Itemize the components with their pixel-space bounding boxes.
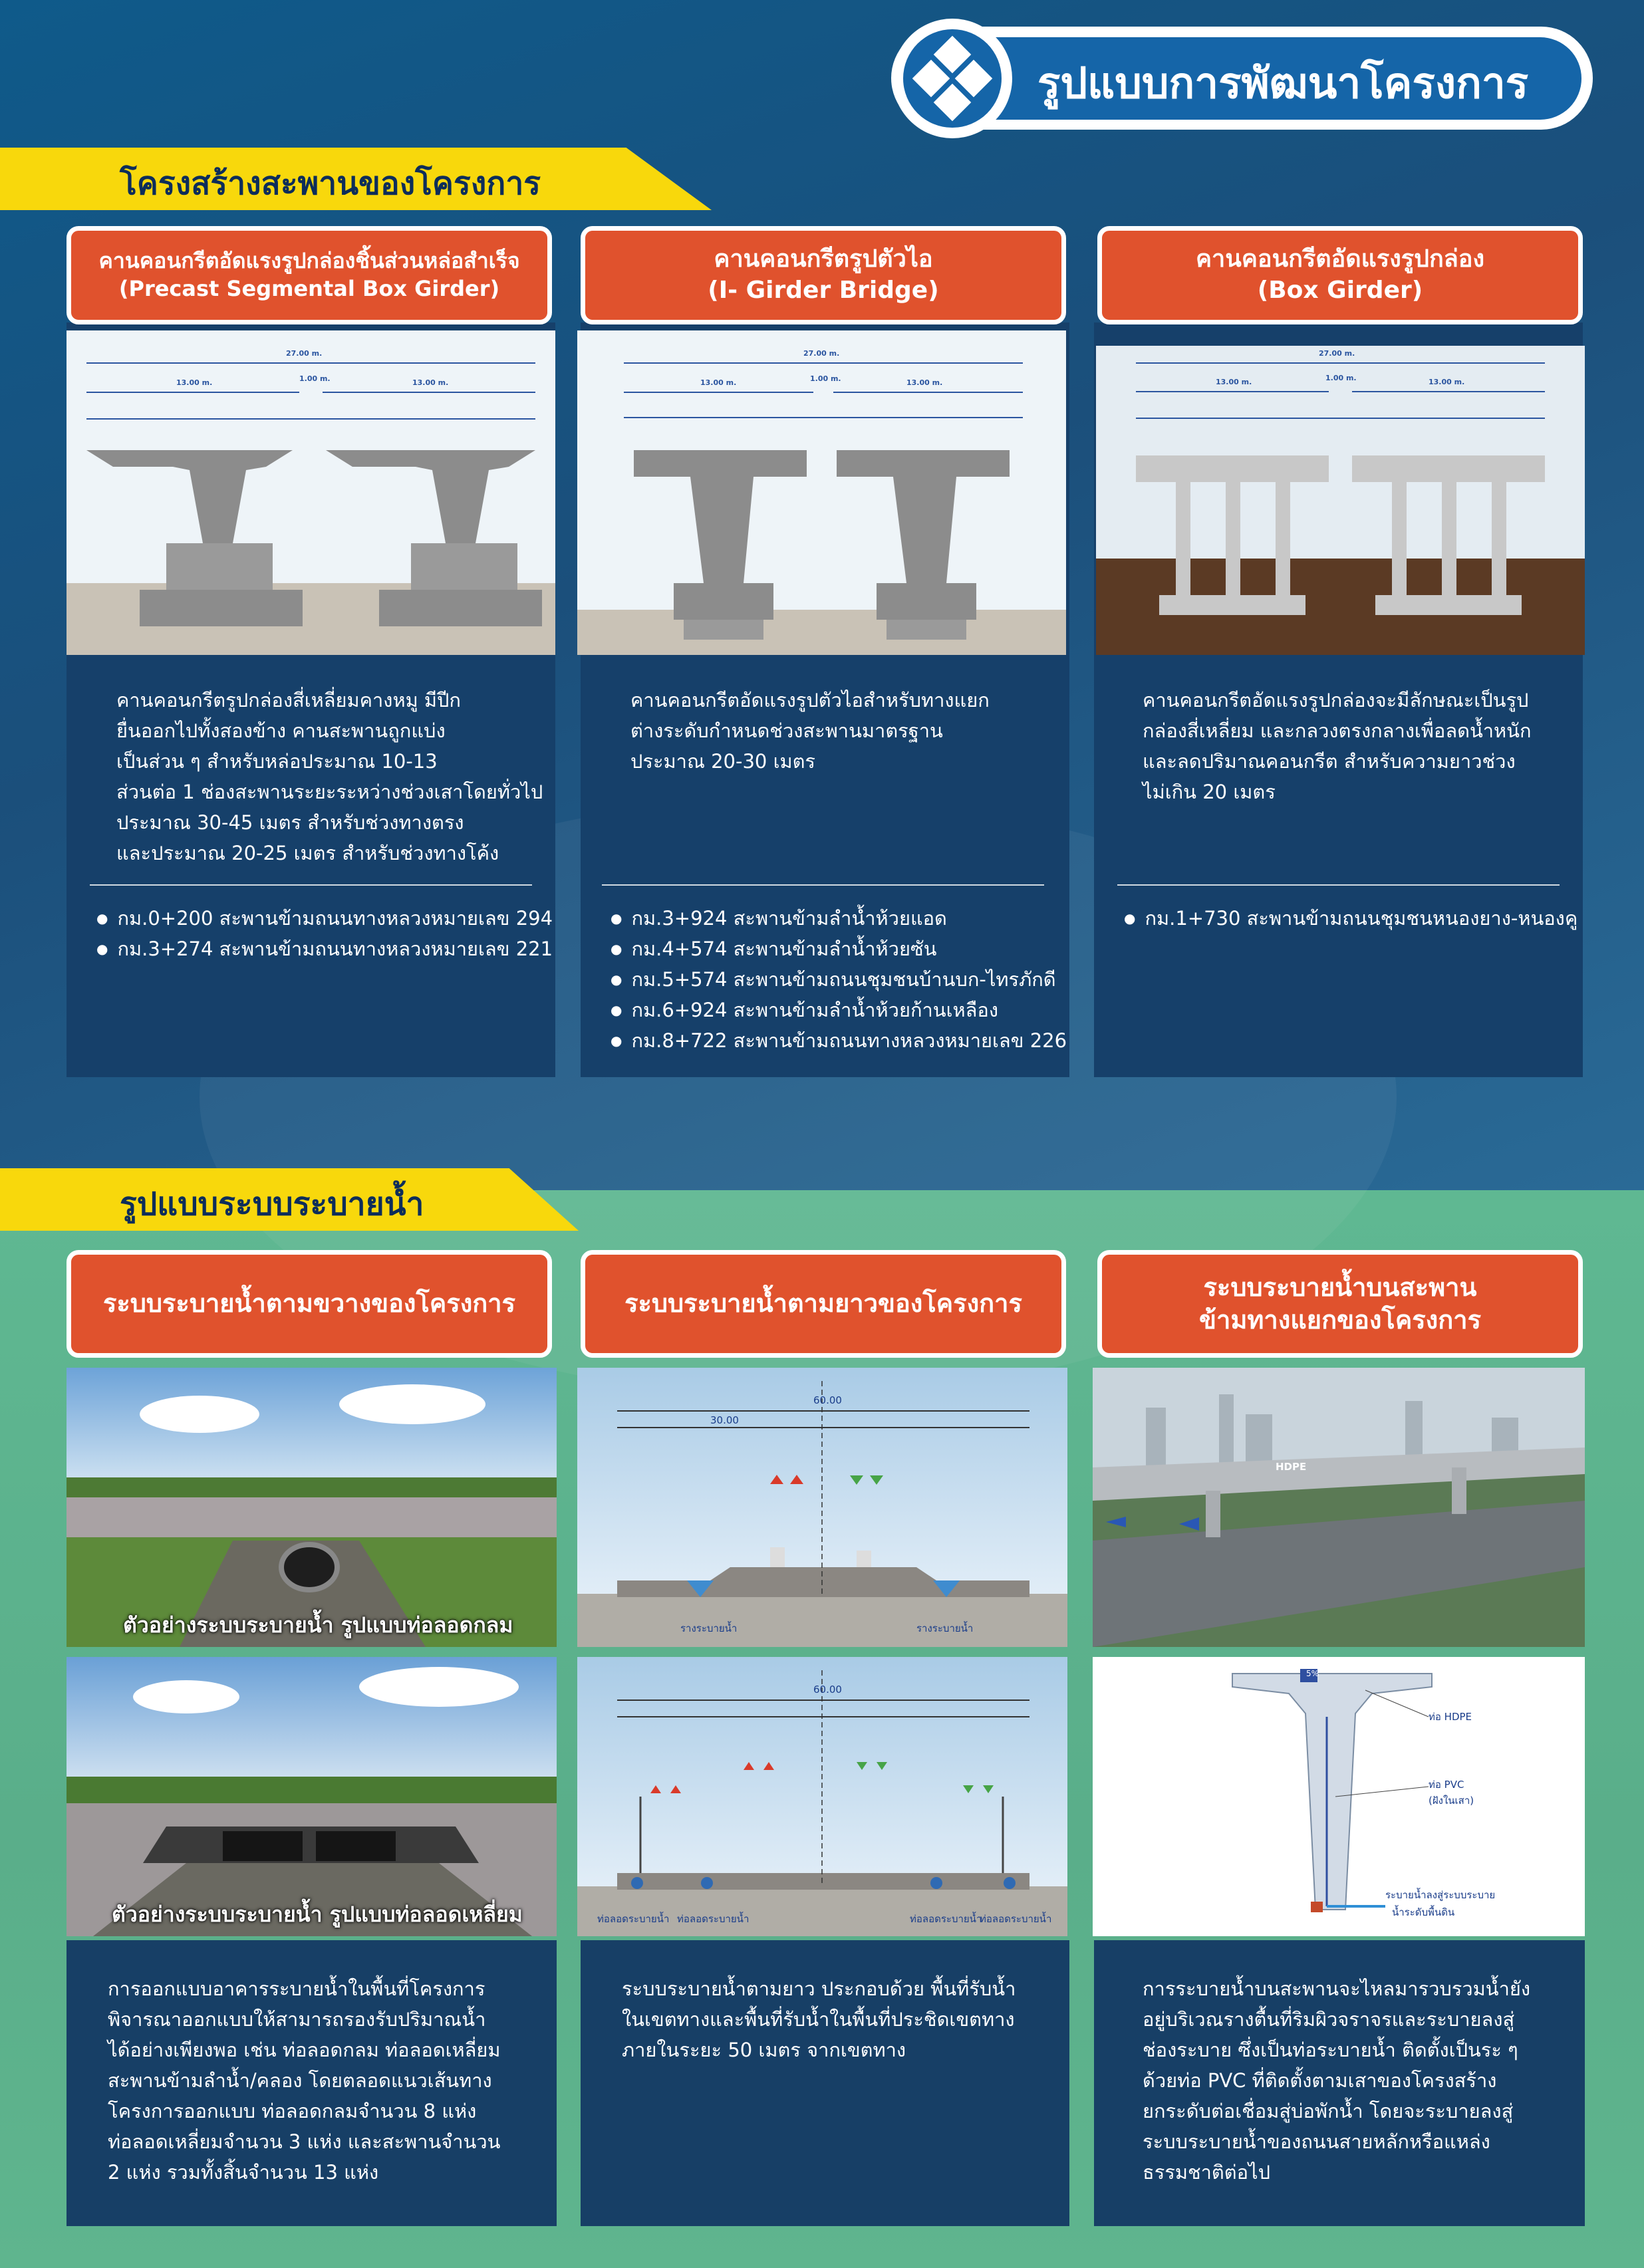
dim-left: 13.00 m. [700, 378, 737, 387]
dim-left: 13.00 m. [1216, 378, 1252, 386]
dim-mid: 1.00 m. [1325, 374, 1357, 382]
list-item: กม.1+730 สะพานข้ามถนนชุมชนหนองยาง-หนองคู [1124, 903, 1577, 934]
bridge-1-locations: กม.0+200 สะพานข้ามถนนทางหลวงหมายเลข 294 … [96, 903, 553, 964]
dim-right: 13.00 m. [906, 378, 943, 387]
pipe-label: ท่อลอดระบายน้ำ [910, 1913, 982, 1925]
banner-inner [911, 37, 1581, 120]
dim-left: 13.00 m. [176, 378, 213, 387]
list-item: กม.6+924 สะพานข้ามลำน้ำห้วยก้านเหลือง [611, 995, 1067, 1025]
drainage-1-description: การออกแบบอาคารระบายน้ำในพื้นที่โครงการ พ… [108, 1977, 501, 2184]
bridge-title-th: คานคอนกรีตรูปตัวไอ [714, 245, 933, 273]
bridge-title-th: คานคอนกรีตอัดแรงรูปกล่องชิ้นส่วนหล่อสำเร… [98, 248, 520, 274]
divider [90, 884, 532, 886]
dim-total: 60.00 [813, 1394, 842, 1406]
dim-mid: 1.00 m. [810, 374, 841, 383]
dim-total: 60.00 [813, 1684, 842, 1696]
dim-mid: 1.00 m. [299, 374, 331, 383]
dim-right: 13.00 m. [412, 378, 449, 387]
bridge-title-en: (I- Girder Bridge) [708, 277, 939, 304]
section-drainage: รูปแบบระบบระบายน้ำ [0, 1168, 579, 1231]
drainage-card-2-body: ระบบระบายน้ำตามยาว ประกอบด้วย พื้นที่รับ… [581, 1940, 1069, 2226]
divider [1117, 884, 1560, 886]
drainage-title: ระบบระบายน้ำตามขวางของโครงการ [102, 1289, 516, 1319]
bridge-1-description: คานคอนกรีตรูปกล่องสี่เหลี่ยมคางหมู มีปีก… [116, 689, 543, 864]
culvert-box-photo: ตัวอย่างระบบระบายน้ำ รูปแบบท่อลอดเหลี่ยม [67, 1657, 557, 1936]
drainage-title: ข้ามทางแยกของโครงการ [1199, 1305, 1481, 1334]
pipe-hdpe-label: ท่อ HDPE [1429, 1711, 1472, 1723]
culvert-round-photo: ตัวอย่างระบบระบายน้ำ รูปแบบท่อลอดกลม [67, 1368, 557, 1647]
list-item: กม.3+274 สะพานข้ามถนนทางหลวงหมายเลข 221 [96, 934, 553, 964]
drainage-card-3-body: การระบายน้ำบนสะพานจะไหลมารวบรวมน้ำยัง อย… [1094, 1940, 1585, 2226]
drainage-3-description: การระบายน้ำบนสะพานจะไหลมารวบรวมน้ำยัง อย… [1143, 1977, 1531, 2184]
page-title: รูปแบบการพัฒนาโครงการ [1037, 59, 1529, 108]
divider [602, 884, 1044, 886]
longitudinal-section-1: 60.00 30.00 รางระบายน้ำ รางระบายน้ำ [577, 1368, 1067, 1647]
dim-total: 27.00 m. [803, 349, 840, 358]
overpass-drainage-render: HDPE [1093, 1368, 1585, 1647]
bridge-title-th: คานคอนกรีตอัดแรงรูปกล่อง [1195, 245, 1485, 273]
pipe-label: ท่อลอดระบายน้ำ [980, 1913, 1052, 1925]
dim-total: 27.00 m. [286, 349, 323, 358]
pier-drainage-diagram: 5% ท่อ HDPE ท่อ PVC (ฝังในเสา) ระบายน้ำล… [1093, 1657, 1585, 1936]
bridge-drawing-i-girder: 27.00 m. 13.00 m. 1.00 m. 13.00 m. [577, 330, 1066, 655]
drainage-title: ระบบระบายน้ำบนสะพาน [1203, 1272, 1477, 1302]
longitudinal-section-2: 60.00 ท่อลอดระบายน้ำ ท่อลอดระบายน้ำ ท่อล… [577, 1657, 1067, 1936]
drainage-card-1-body: การออกแบบอาคารระบายน้ำในพื้นที่โครงการ พ… [67, 1940, 557, 2226]
pipe-label: ท่อลอดระบายน้ำ [677, 1913, 750, 1925]
bridge-3-description: คานคอนกรีตอัดแรงรูปกล่องจะมีลักษณะเป็นรู… [1143, 689, 1532, 803]
section-bridge-structure: โครงสร้างสะพานของโครงการ [0, 148, 712, 210]
bridge-drawing-precast: 27.00 m. 13.00 m. 1.00 m. 13.00 m. [67, 330, 555, 655]
drain-label: รางระบายน้ำ [916, 1622, 974, 1634]
drainage-card-3-header: ระบบระบายน้ำบนสะพาน ข้ามทางแยกของโครงการ [1097, 1250, 1583, 1358]
bridge-card-1-header: คานคอนกรีตอัดแรงรูปกล่องชิ้นส่วนหล่อสำเร… [67, 226, 552, 324]
drainage-card-1-header: ระบบระบายน้ำตามขวางของโครงการ [67, 1250, 552, 1358]
hdpe-label: HDPE [1276, 1461, 1307, 1473]
slope-label: 5% [1306, 1669, 1319, 1678]
bridge-2-locations: กม.3+924 สะพานข้ามลำน้ำห้วยแอด กม.4+574 … [611, 903, 1067, 1056]
bridge-3-locations: กม.1+730 สะพานข้ามถนนชุมชนหนองยาง-หนองคู [1124, 903, 1577, 934]
list-item: กม.4+574 สะพานข้ามลำน้ำห้วยซัน [611, 934, 1067, 964]
list-item: กม.0+200 สะพานข้ามถนนทางหลวงหมายเลข 294 [96, 903, 553, 934]
photo-caption: ตัวอย่างระบบระบายน้ำ รูปแบบท่อลอดเหลี่ยม [112, 1902, 523, 1927]
pvc-note-label: (ฝังในเสา) [1429, 1795, 1474, 1807]
pipe-pvc-label: ท่อ PVC [1429, 1779, 1464, 1791]
outlet-label: ระบายน้ำลงสู่ระบบระบาย [1385, 1889, 1496, 1901]
drainage-card-2-header: ระบบระบายน้ำตามยาวของโครงการ [581, 1250, 1066, 1358]
list-item: กม.5+574 สะพานข้ามถนนชุมชนบ้านบก-ไทรภักด… [611, 964, 1067, 995]
dim-total: 27.00 m. [1319, 349, 1355, 358]
dim-right: 13.00 m. [1429, 378, 1465, 386]
bridge-card-3-header: คานคอนกรีตอัดแรงรูปกล่อง (Box Girder) [1097, 226, 1583, 324]
list-item: กม.8+722 สะพานข้ามถนนทางหลวงหมายเลข 226 [611, 1025, 1067, 1056]
bridge-title-en: (Box Girder) [1257, 277, 1423, 304]
bridge-drawing-box-girder: 27.00 m. 13.00 m. 1.00 m. 13.00 m. [1096, 346, 1585, 655]
section-title: รูปแบบระบบระบายน้ำ [120, 1186, 424, 1223]
drainage-title: ระบบระบายน้ำตามยาวของโครงการ [624, 1289, 1022, 1319]
photo-caption: ตัวอย่างระบบระบายน้ำ รูปแบบท่อลอดกลม [123, 1612, 513, 1638]
bridge-title-en: (Precast Segmental Box Girder) [118, 276, 500, 301]
dim-half: 30.00 [710, 1414, 739, 1426]
bridge-2-description: คานคอนกรีตอัดแรงรูปตัวไอสำหรับทางแยก ต่า… [630, 689, 990, 773]
drain-label: รางระบายน้ำ [680, 1622, 738, 1634]
logo-diamond-icon [903, 29, 1002, 128]
bridge-card-2-header: คานคอนกรีตรูปตัวไอ (I- Girder Bridge) [581, 226, 1066, 324]
drainage-2-description: ระบบระบายน้ำตามยาว ประกอบด้วย พื้นที่รับ… [622, 1977, 1016, 2061]
section-title: โครงสร้างสะพานของโครงการ [120, 165, 541, 202]
outlet-label: น้ำระดับพื้นดิน [1392, 1906, 1455, 1918]
list-item: กม.3+924 สะพานข้ามลำน้ำห้วยแอด [611, 903, 1067, 934]
pipe-label: ท่อลอดระบายน้ำ [597, 1913, 670, 1925]
